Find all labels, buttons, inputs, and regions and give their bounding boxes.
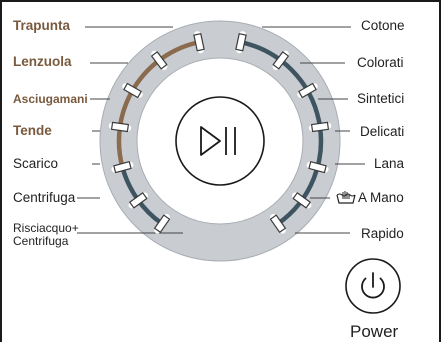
play-pause-icon [200, 126, 236, 156]
indicator-colorati-outline [272, 51, 289, 70]
label-leader-lines [77, 26, 365, 234]
indicator-risciacquo-outline [154, 214, 171, 233]
indicator-a-mano-outline [292, 192, 311, 209]
indicator-lenzuola-outline [151, 51, 168, 70]
program-label-risciacquo-line2[interactable]: Centrifuga [13, 234, 69, 248]
handwash-icon [336, 189, 356, 205]
indicator-tende-outline [110, 121, 129, 133]
program-label-a-mano[interactable]: A Mano [358, 190, 404, 205]
program-label-trapunta[interactable]: Trapunta [13, 18, 71, 33]
power-label: Power [350, 322, 399, 341]
panel-top-border [0, 0, 441, 2]
program-label-scarico[interactable]: Scarico [13, 156, 59, 171]
indicator-delicati-outline [311, 121, 330, 133]
program-label-delicati[interactable]: Delicati [360, 124, 405, 139]
program-label-asciugamani[interactable]: Asciugamani [13, 92, 88, 106]
program-label-lenzuola[interactable]: Lenzuola [13, 54, 72, 69]
program-label-rapido[interactable]: Rapido [361, 226, 404, 241]
program-label-risciacquo-line1[interactable]: Risciacquo+ [13, 221, 79, 235]
panel-left-border [0, 0, 2, 342]
indicator-asciugamani-outline [123, 82, 142, 99]
indicator-sintetici-outline [298, 82, 317, 99]
program-indicators [108, 31, 332, 234]
indicator-centrifuga-outline [129, 192, 148, 209]
indicator-cotone-outline [235, 33, 247, 52]
indicator-lana-outline [308, 161, 327, 174]
program-label-colorati[interactable]: Colorati [357, 55, 404, 70]
program-label-cotone[interactable]: Cotone [361, 18, 405, 33]
program-label-lana[interactable]: Lana [374, 156, 405, 171]
indicator-scarico-outline [113, 161, 132, 174]
program-label-sintetici[interactable]: Sintetici [357, 91, 405, 106]
indicator-trapunta-outline [193, 33, 205, 52]
panel-right-border [439, 0, 441, 342]
power-icon [361, 272, 385, 299]
indicator-rapido-outline [269, 214, 286, 233]
program-label-centrifuga[interactable]: Centrifuga [13, 190, 76, 205]
program-label-tende[interactable]: Tende [13, 123, 52, 138]
